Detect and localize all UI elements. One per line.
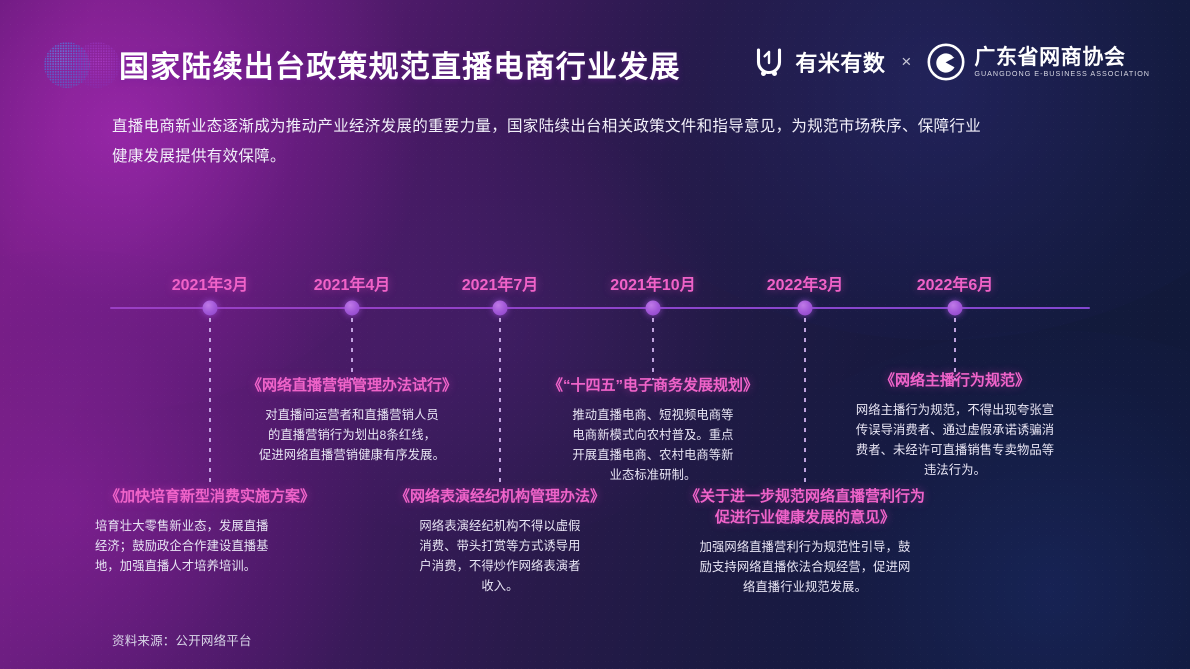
timeline-block-title-3: 《“十四五”电子商务发展规划》 bbox=[547, 377, 758, 394]
timeline-block-body-line-0: 对直播间运营者和直播营销人员 bbox=[265, 408, 439, 422]
gdeba-e-icon bbox=[927, 43, 965, 81]
subtitle-paragraph: 直播电商新业态逐渐成为推动产业经济发展的重要力量，国家陆续出台相关政策文件和指导… bbox=[112, 112, 1092, 172]
timeline-block-0: 《加快培育新型消费实施方案》培育壮大零售新业态，发展直播经济；鼓励政企合作建设直… bbox=[95, 486, 325, 576]
timeline-block-2: 《网络表演经纪机构管理办法》网络表演经纪机构不得以虚假消费、带头打赏等方式诱导用… bbox=[393, 486, 608, 596]
timeline-block-body-line-1: 的直播营销行为划出8条红线， bbox=[267, 428, 437, 442]
timeline-block-title-1: 《网络直播营销管理办法试行》 bbox=[246, 377, 457, 394]
timeline-block-body-2: 网络表演经纪机构不得以虚假消费、带头打赏等方式诱导用户消费，不得炒作网络表演者收… bbox=[393, 516, 608, 596]
timeline-block-body-line-2: 费者、未经许可直播销售专卖物品等 bbox=[855, 443, 1055, 457]
timeline-date-label-2: 2021年7月 bbox=[461, 277, 539, 294]
timeline-block-body-line-1: 经济；鼓励政企合作建设直播基 bbox=[95, 539, 269, 553]
header-bar: 国家陆续出台政策规范直播电商行业发展 有米有数 × bbox=[0, 0, 1190, 96]
timeline-block-body-line-3: 违法行为。 bbox=[924, 463, 986, 477]
gdeba-name-group: 广东省网商协会 GUANGDONG E-BUSINESS ASSOCIATION bbox=[974, 47, 1150, 77]
timeline-node-2[interactable] bbox=[492, 300, 508, 316]
logo-circle-purple bbox=[74, 42, 120, 88]
timeline-block-body-1: 对直播间运营者和直播营销人员的直播营销行为划出8条红线， 促进网络直播营销健康有序… bbox=[237, 405, 467, 465]
timeline-block-body-line-0: 网络主播行为规范，不得出现夸张宣 bbox=[855, 403, 1055, 417]
timeline-connector-2 bbox=[499, 318, 501, 488]
timeline-block-body-5: 网络主播行为规范，不得出现夸张宣传误导消费者、通过虚假承诺诱骗消费者、未经许可直… bbox=[843, 400, 1068, 480]
timeline-node-0[interactable] bbox=[202, 300, 218, 316]
timeline-connector-5 bbox=[954, 318, 956, 380]
timeline-block-title-2: 《网络表演经纪机构管理办法》 bbox=[394, 488, 605, 505]
timeline-block-body-line-3: 业态标准研制。 bbox=[609, 468, 697, 482]
timeline-block-body-line-1: 消费、带头打赏等方式诱导用 bbox=[419, 539, 581, 553]
timeline-block-body-line-1: 电商新模式向农村普及。重点 bbox=[572, 428, 734, 442]
timeline-block-title-line-1: 《关于进一步规范网络直播营利行为 bbox=[684, 488, 925, 505]
timeline-date-label-1: 2021年4月 bbox=[313, 277, 391, 294]
timeline-date-label-5: 2022年6月 bbox=[916, 277, 994, 294]
subtitle-line-1: 直播电商新业态逐渐成为推动产业经济发展的重要力量，国家陆续出台相关政策文件和指导… bbox=[112, 118, 982, 135]
timeline-block-body-3: 推动直播电商、短视频电商等电商新模式向农村普及。重点开展直播电商、农村电商等新业… bbox=[531, 405, 776, 485]
timeline-block-body-0: 培育壮大零售新业态，发展直播经济；鼓励政企合作建设直播基地，加强直播人才培养培训… bbox=[95, 516, 325, 576]
timeline-date-label-0: 2021年3月 bbox=[171, 277, 249, 294]
timeline-node-5[interactable] bbox=[947, 300, 963, 316]
partner-logo-gdeba: 广东省网商协会 GUANGDONG E-BUSINESS ASSOCIATION bbox=[927, 43, 1150, 81]
timeline-axis-line bbox=[110, 307, 1090, 309]
source-note: 资料来源：公开网络平台 bbox=[112, 634, 252, 648]
timeline-block-title-5: 《网络主播行为规范》 bbox=[879, 372, 1030, 389]
partner-gdeba-name-en: GUANGDONG E-BUSINESS ASSOCIATION bbox=[974, 68, 1150, 78]
timeline-block-title-4: 《关于进一步规范网络直播营利行为促进行业健康发展的意见》 bbox=[673, 486, 938, 528]
timeline-block-body-line-0: 网络表演经纪机构不得以虚假 bbox=[419, 519, 581, 533]
partner-gdeba-name-cn: 广东省网商协会 bbox=[974, 45, 1126, 69]
timeline-date-label-4: 2022年3月 bbox=[766, 277, 844, 294]
timeline-block-body-line-0: 培育壮大零售新业态，发展直播 bbox=[95, 519, 269, 533]
yomi-cart-icon bbox=[752, 45, 786, 79]
timeline-block-1: 《网络直播营销管理办法试行》对直播间运营者和直播营销人员的直播营销行为划出8条红… bbox=[237, 375, 467, 465]
timeline-connector-1 bbox=[351, 318, 353, 380]
timeline-connector-3 bbox=[652, 318, 654, 380]
timeline-block-body-line-2: 开展直播电商、农村电商等新 bbox=[572, 448, 734, 462]
timeline-block-body-line-2: 户消费，不得炒作网络表演者 bbox=[419, 559, 581, 573]
timeline-connector-4 bbox=[804, 318, 806, 488]
partner-logo-yomi: 有米有数 bbox=[752, 45, 885, 79]
timeline-block-3: 《“十四五”电子商务发展规划》推动直播电商、短视频电商等电商新模式向农村普及。重… bbox=[531, 375, 776, 485]
page-title: 国家陆续出台政策规范直播电商行业发展 bbox=[119, 51, 681, 84]
timeline-block-body-line-2: 地，加强直播人才培养培训。 bbox=[95, 559, 257, 573]
timeline-connector-0 bbox=[209, 318, 211, 488]
timeline-block-body-line-2: 促进网络直播营销健康有序发展。 bbox=[259, 448, 445, 462]
partner-separator: × bbox=[901, 52, 912, 71]
timeline-block-4: 《关于进一步规范网络直播营利行为促进行业健康发展的意见》加强网络直播营利行为规范… bbox=[673, 486, 938, 597]
timeline-block-title-line-2: 促进行业健康发展的意见》 bbox=[714, 509, 895, 526]
timeline-block-body-4: 加强网络直播营利行为规范性引导，鼓励支持网络直播依法合规经营，促进网络直播行业规… bbox=[673, 537, 938, 597]
overlapping-circles-logo bbox=[44, 42, 120, 88]
partner-yomi-name: 有米有数 bbox=[795, 51, 886, 76]
timeline-node-3[interactable] bbox=[645, 300, 661, 316]
timeline-block-5: 《网络主播行为规范》网络主播行为规范，不得出现夸张宣传误导消费者、通过虚假承诺诱… bbox=[843, 370, 1068, 480]
timeline-block-body-line-1: 传误导消费者、通过虚假承诺诱骗消 bbox=[855, 423, 1055, 437]
subtitle-line-2: 健康发展提供有效保障。 bbox=[112, 148, 286, 165]
timeline-block-body-line-0: 推动直播电商、短视频电商等 bbox=[572, 408, 734, 422]
partner-logo-group: 有米有数 × 广东省网商协会 GUANGDONG E-BUSINESS ASSO… bbox=[752, 40, 1150, 84]
timeline-block-body-line-1: 励支持网络直播依法合规经营，促进网 bbox=[699, 560, 911, 574]
timeline-date-label-3: 2021年10月 bbox=[610, 277, 696, 294]
timeline-node-1[interactable] bbox=[344, 300, 360, 316]
timeline-block-title-0: 《加快培育新型消费实施方案》 bbox=[104, 488, 315, 505]
timeline-block-body-line-3: 收入。 bbox=[481, 579, 519, 593]
timeline-block-body-line-2: 络直播行业规范发展。 bbox=[743, 580, 867, 594]
timeline-block-body-line-0: 加强网络直播营利行为规范性引导，鼓 bbox=[699, 540, 911, 554]
timeline-node-4[interactable] bbox=[797, 300, 813, 316]
